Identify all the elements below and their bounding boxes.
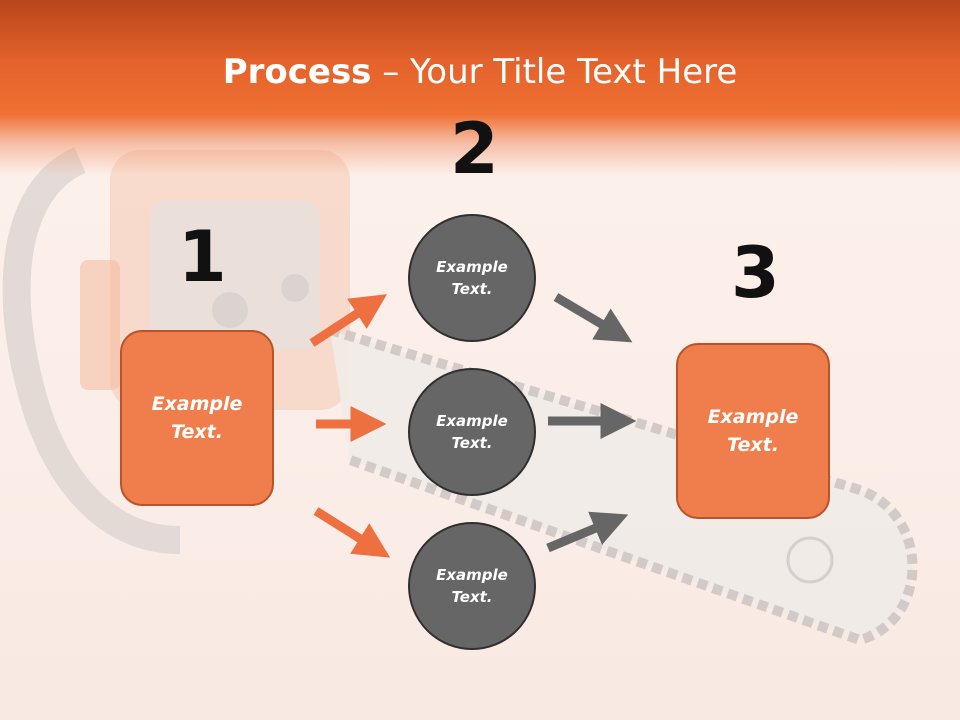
header-band [0, 0, 960, 175]
arrow-orange-down [313, 507, 391, 558]
step-circle-3-text: Example Text. [436, 565, 508, 607]
title-strong: Process [222, 52, 372, 92]
arrow-gray-up [546, 511, 629, 553]
step-box-1-text: Example Text. [151, 392, 243, 444]
step-circle-3[interactable]: Example Text. [408, 522, 536, 650]
step-box-3[interactable]: Example Text. [676, 343, 830, 519]
step-circle-1-text: Example Text. [436, 257, 508, 299]
title-rest: – Your Title Text Here [371, 52, 738, 92]
step-circle-2-text: Example Text. [436, 411, 508, 453]
step-number-1: 1 [178, 216, 227, 298]
step-box-3-text: Example Text. [707, 405, 799, 457]
step-circle-1[interactable]: Example Text. [408, 214, 536, 342]
step-circle-2[interactable]: Example Text. [408, 368, 536, 496]
arrow-gray-down [553, 293, 633, 343]
arrow-orange-up [309, 294, 388, 347]
step-number-2: 2 [450, 108, 499, 190]
step-box-1[interactable]: Example Text. [120, 330, 274, 506]
step-number-3: 3 [731, 232, 780, 314]
slide-title: Process – Your Title Text Here [0, 52, 960, 92]
